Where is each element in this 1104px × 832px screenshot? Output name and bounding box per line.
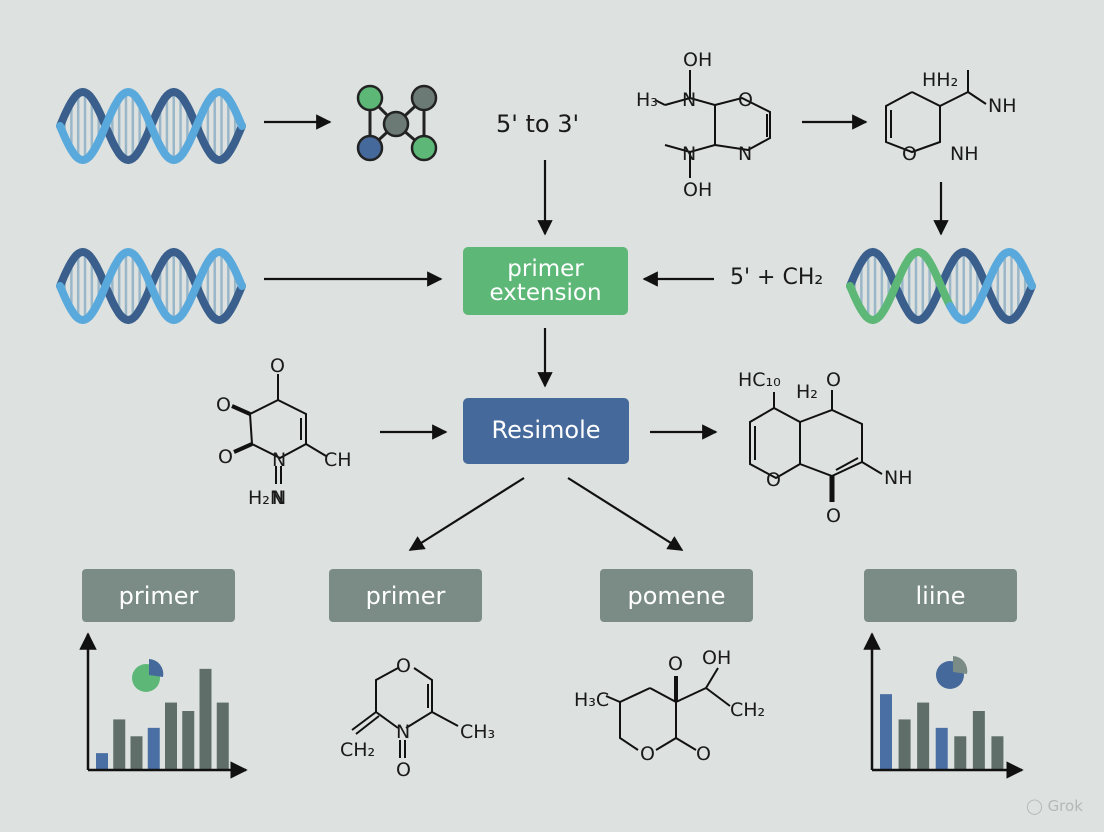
svg-text:H₃: H₃ [636, 89, 658, 111]
bicyclic-molecule-labels: OH N O H₃ N OH N [636, 49, 753, 201]
watermark-text: Grok [1047, 797, 1083, 815]
chart-bar [935, 727, 948, 770]
svg-text:O: O [218, 446, 233, 468]
svg-text:N: N [272, 487, 286, 509]
molecule-network-icon [356, 84, 438, 162]
chromone-molecule [749, 390, 883, 502]
pyridone-molecule [885, 70, 987, 154]
svg-text:CH₂: CH₂ [340, 739, 375, 761]
svg-text:HC₁₀: HC₁₀ [738, 369, 781, 391]
chart-bar [96, 753, 108, 770]
primer-extension-box: primer extension [463, 247, 628, 315]
chart-bar [147, 727, 160, 770]
dna-helix-icon [846, 247, 1036, 325]
svg-text:O: O [270, 355, 285, 377]
dna-helix-icon [56, 247, 246, 325]
svg-text:OH: OH [683, 49, 712, 71]
svg-text:OH: OH [683, 179, 712, 201]
chart-bar [216, 702, 229, 770]
svg-text:O: O [396, 759, 411, 781]
svg-text:O: O [396, 655, 411, 677]
five-to-three-label: 5' to 3' [496, 110, 580, 138]
svg-text:O: O [766, 469, 781, 491]
chart-bar [182, 711, 195, 770]
oxazine-molecule [351, 667, 459, 758]
pie-chart-icon [936, 656, 968, 689]
chart-bar [954, 736, 967, 770]
watermark-icon: ◯ [1026, 797, 1048, 815]
svg-text:N: N [738, 143, 752, 165]
svg-text:O: O [640, 743, 655, 765]
svg-text:H₂: H₂ [796, 381, 818, 403]
svg-text:CH₂: CH₂ [730, 699, 765, 721]
svg-text:O: O [902, 143, 917, 165]
pyridone-molecule-labels: HH₂ NH O NH [902, 69, 1017, 165]
resimole-box: Resimole [463, 398, 629, 464]
oxazine-molecule-labels: O N O CH₃ CH₂ [340, 655, 495, 781]
bar-chart-right [863, 632, 1024, 779]
chart-bar [165, 702, 177, 770]
pomene-box: pomene [600, 569, 753, 622]
chart-bar [880, 694, 892, 770]
primer-box-1: primer [82, 569, 235, 622]
svg-text:O: O [696, 743, 711, 765]
pie-chart-icon [132, 659, 164, 692]
arrow [408, 477, 525, 551]
svg-text:NH: NH [988, 95, 1017, 117]
dna-helix-icon [56, 87, 246, 165]
svg-text:O: O [826, 505, 841, 527]
svg-text:HH₂: HH₂ [922, 69, 958, 91]
chart-bar [113, 719, 126, 770]
svg-text:NH: NH [950, 143, 979, 165]
chart-bar [130, 736, 143, 770]
svg-text:O: O [216, 394, 231, 416]
svg-text:O: O [826, 369, 841, 391]
chart-bar [898, 719, 911, 770]
bar-chart-left [79, 632, 248, 779]
grok-watermark: ◯ Grok [1026, 797, 1083, 815]
svg-text:H₃C: H₃C [574, 689, 609, 711]
five-plus-ch2-label: 5' + CH₂ [730, 265, 824, 290]
chart-bar [199, 668, 212, 770]
pyridinone-molecule [231, 374, 327, 484]
pyran-molecule [605, 667, 731, 751]
helix-strand [56, 87, 246, 165]
svg-text:NH: NH [884, 467, 913, 489]
flow-arrows [264, 114, 949, 551]
svg-text:CH: CH [324, 449, 352, 471]
bicyclic-molecule [654, 70, 771, 178]
svg-text:OH: OH [702, 647, 731, 669]
chart-bar [991, 736, 1004, 770]
pyran-molecule-labels: O OH H₃C CH₂ O O [574, 647, 765, 765]
svg-text:CH₃: CH₃ [460, 721, 495, 743]
svg-text:N: N [396, 721, 410, 743]
svg-text:H₂N: H₂N [248, 487, 284, 509]
liine-box: liine [864, 569, 1017, 622]
svg-text:O: O [668, 653, 683, 675]
chart-bar [917, 702, 930, 770]
helix-strand [846, 247, 955, 325]
arrow [567, 477, 684, 551]
svg-text:O: O [738, 89, 753, 111]
chromone-molecule-labels: HC₁₀ H₂ O O NH O [738, 369, 913, 527]
pyridinone-molecule-labels: O O O N CH H₂N N [216, 355, 352, 509]
svg-text:N: N [272, 449, 286, 471]
primer-box-2: primer [329, 569, 482, 622]
chart-bar [972, 711, 985, 770]
helix-strand [946, 247, 1036, 325]
svg-text:N: N [682, 143, 696, 165]
svg-text:N: N [682, 89, 696, 111]
helix-strand [56, 247, 246, 325]
